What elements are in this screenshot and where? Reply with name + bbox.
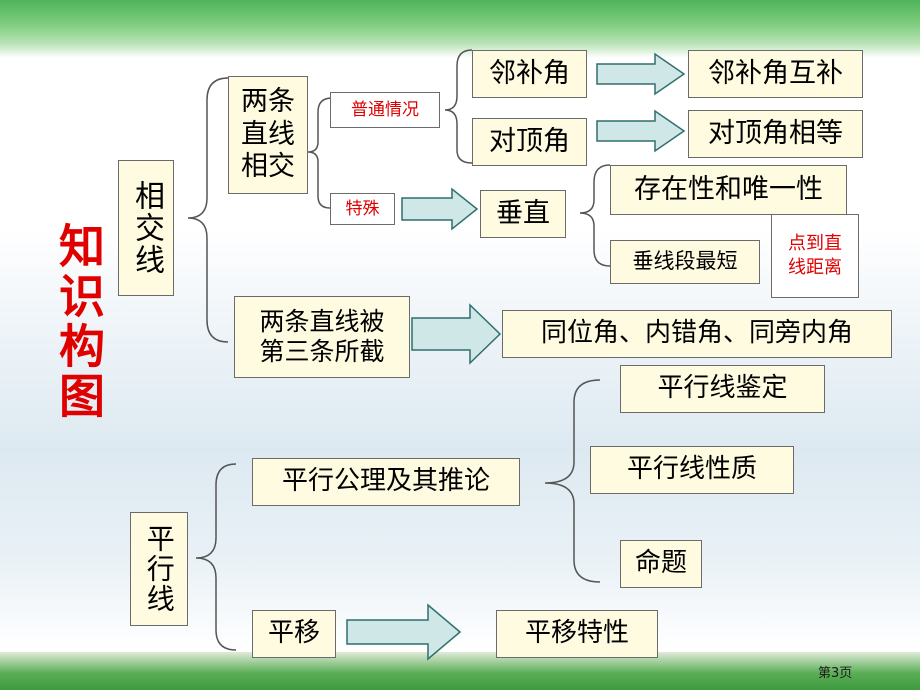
node-pingyi-texing: 平移特性 — [496, 610, 658, 658]
node-duidingjiao: 对顶角 — [472, 118, 587, 166]
node-gongli: 平行公理及其推论 — [252, 458, 520, 506]
node-jianding: 平行线鉴定 — [620, 365, 825, 413]
node-pingxingxian: 平行线 — [130, 512, 188, 626]
node-bei-disan: 两条直线被 第三条所截 — [234, 296, 410, 378]
node-linbujiao: 邻补角 — [472, 50, 587, 98]
arrow-pingyi — [346, 603, 462, 661]
node-cunzaixing: 存在性和唯一性 — [610, 165, 847, 215]
node-chuizhi: 垂直 — [480, 190, 566, 238]
node-xingzhi: 平行线性质 — [590, 446, 794, 494]
arrow-linbujiao — [596, 52, 686, 96]
arrow-bei-disan — [411, 303, 502, 365]
node-xiangjiaoxian: 相交线 — [118, 160, 174, 296]
node-mingti: 命题 — [620, 540, 702, 588]
page-number: 第3页 — [818, 666, 853, 681]
node-liangtiao-xiangjiao: 两条 直线 相交 — [228, 76, 308, 194]
brace-pingxingxian — [195, 463, 237, 651]
brace-xiangjiao — [307, 97, 333, 209]
brace-chuizhi — [579, 164, 611, 267]
node-diandao: 点到直 线距离 — [771, 214, 859, 298]
brace-gongli — [544, 379, 601, 583]
node-teshu: 特殊 — [330, 193, 395, 225]
node-pingyi: 平移 — [252, 610, 336, 658]
node-linbujiao-hubu: 邻补角互补 — [688, 50, 863, 98]
page-title: 知识构图 — [52, 222, 106, 422]
arrow-duidingjiao — [596, 109, 686, 153]
node-tongweijiao: 同位角、内错角、同旁内角 — [502, 310, 892, 358]
arrow-teshu — [401, 187, 479, 231]
node-duidingjiao-xiangdeng: 对顶角相等 — [688, 110, 863, 158]
top-green-band — [0, 0, 920, 58]
brace-xiangjiaoxian — [187, 77, 229, 343]
node-chuixianduan: 垂线段最短 — [610, 240, 760, 284]
brace-putong — [444, 49, 473, 164]
node-putong: 普通情况 — [330, 92, 440, 128]
bottom-green-band — [0, 652, 920, 690]
